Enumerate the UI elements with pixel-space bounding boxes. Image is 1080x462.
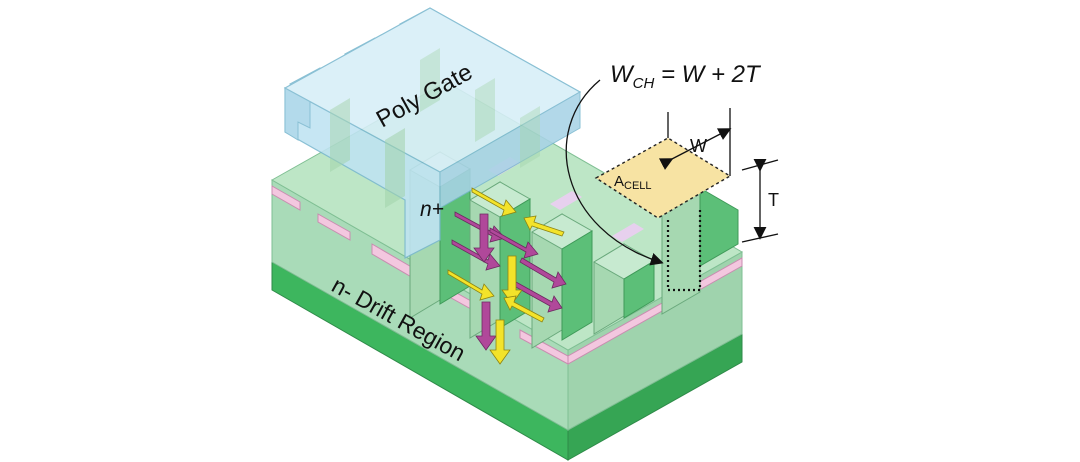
- width-label: W: [690, 136, 707, 156]
- channel-width-equation: WCH = W + 2T: [610, 61, 762, 92]
- cell-area-label: ACELL: [614, 173, 652, 192]
- cell-area-base: A: [614, 173, 624, 190]
- cell-area-sub: CELL: [624, 180, 652, 192]
- thickness-label: T: [768, 190, 779, 210]
- equation-rhs: = W + 2T: [654, 61, 762, 88]
- n-plus-label: n+: [420, 198, 444, 221]
- equation-lhs-sub: CH: [633, 75, 655, 92]
- poly-gate: [283, 7, 582, 259]
- current-arrows: [447, 187, 567, 365]
- dimension-lines: [565, 79, 779, 266]
- equation-lhs: W: [610, 61, 635, 88]
